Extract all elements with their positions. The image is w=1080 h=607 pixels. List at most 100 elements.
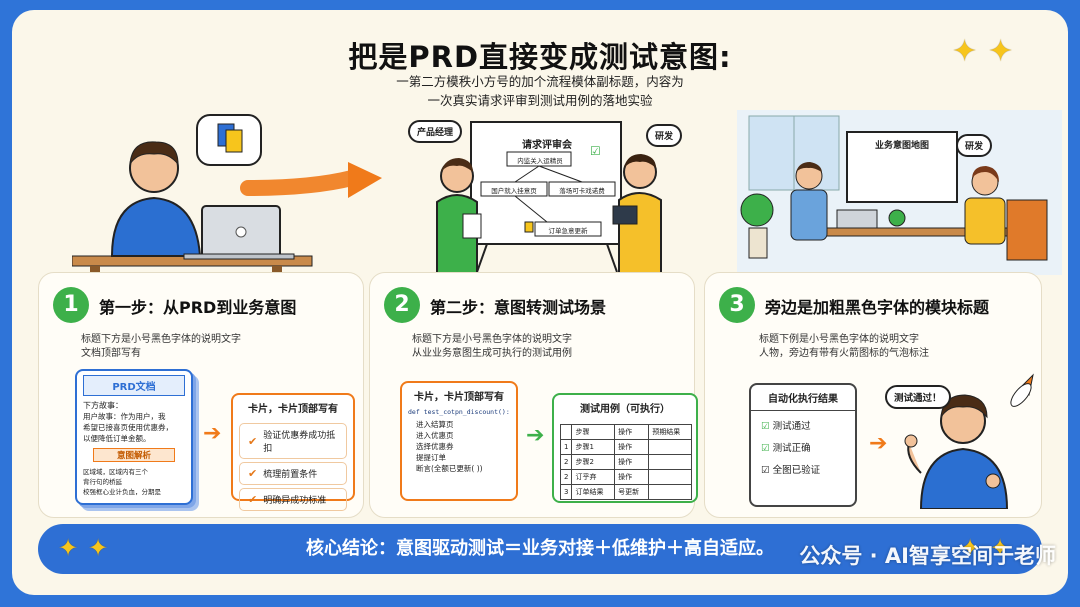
table-cell bbox=[648, 484, 692, 500]
prd-analysis-label: 意图解析 bbox=[93, 448, 175, 462]
document-bubble-icon bbox=[196, 114, 262, 166]
table-cell: 订单结果 bbox=[571, 484, 616, 500]
watermark: 公众号 · AI智享空间于老师 bbox=[799, 544, 1056, 568]
scene-meeting-board bbox=[436, 121, 662, 275]
step-desc-line-2: 从业业务意图生成可执行的测试用例 bbox=[412, 348, 572, 359]
table-cell: 1 bbox=[559, 439, 573, 455]
result-item-label: 测试正确 bbox=[772, 443, 811, 454]
step-title: 第一步：从PRD到业务意图 bbox=[99, 298, 297, 317]
prd-document-card: PRD文档 下方故事： 用户故事：作为用户，我 希望已接喜页使用优惠券， 以便降… bbox=[75, 369, 193, 505]
table-cell: 步骤2 bbox=[571, 454, 616, 470]
prd-document-title: PRD文档 bbox=[83, 375, 185, 396]
subtitle-line-1: 一第二方模秩小方号的加个流程模体副标题，内容为 bbox=[396, 74, 684, 89]
checkbox-checked-icon: ☑ bbox=[761, 443, 770, 454]
table-cell bbox=[648, 439, 692, 455]
sparkle-icon: ✦ bbox=[990, 534, 1011, 562]
speech-bubble-pm: 产品经理 bbox=[408, 120, 463, 143]
step-desc-line-1: 标题下例是小号黑色字体的说明文字 bbox=[759, 334, 919, 345]
table-row: 3 订单结果 号更新 bbox=[559, 484, 692, 500]
table-cell: 3 bbox=[559, 484, 573, 500]
arrow-right-icon: ➔ bbox=[526, 423, 545, 448]
step-number-badge: 2 bbox=[384, 287, 420, 323]
table-cell: 订乎弃 bbox=[571, 469, 616, 485]
speech-bubble-office: 研发 bbox=[956, 134, 993, 157]
scene-office bbox=[737, 110, 1062, 275]
step-desc-line-1: 标题下方是小号黑色字体的说明文字 bbox=[412, 334, 572, 345]
table-cell: 号更新 bbox=[614, 484, 650, 500]
step-description: 标题下方是小号黑色字体的说明文字 从业业务意图生成可执行的测试用例 bbox=[412, 333, 572, 361]
table-header-row: 步骤 操作 预期结果 bbox=[559, 424, 692, 440]
prd-story-line: 希望已接喜页使用优惠券， bbox=[83, 423, 173, 432]
meeting-board-title: 请求评审会 bbox=[522, 140, 572, 151]
checkmark-icon: ✔ bbox=[248, 467, 258, 480]
checkmark-icon: ☑ bbox=[590, 144, 601, 158]
checkmark-icon: ✔ bbox=[248, 493, 258, 506]
checkmark-icon: ✔ bbox=[248, 434, 258, 448]
code-step: 进入优惠页 bbox=[416, 431, 454, 440]
result-item-label: 测试通过 bbox=[772, 421, 811, 432]
test-case-card: 测试用例（可执行） 步骤 操作 预期结果 1 步骤1 操作 2 步骤2 bbox=[552, 393, 698, 503]
sparkle-icon: ✦ bbox=[58, 534, 79, 562]
execution-result-card: 自动化执行结果 ☑ 测试通过 ☑ 测试正确 ☑ 全图已验证 bbox=[749, 383, 857, 507]
intent-card: 卡片，卡片顶部写有 ✔ 验证优惠券成功抵扣 ✔ 梳理前置条件 ✔ 明确异成功标准 bbox=[231, 393, 355, 511]
test-case-table: 步骤 操作 预期结果 1 步骤1 操作 2 步骤2 操作 2 bbox=[559, 424, 692, 500]
presenter-figure bbox=[904, 373, 1034, 509]
step-title: 第二步：意图转测试场景 bbox=[430, 298, 607, 317]
table-cell: 操作 bbox=[614, 454, 650, 470]
page-title: 把是PRD直接变成测试意图: bbox=[348, 40, 732, 74]
step-title: 旁边是加粗黑色字体的模块标题 bbox=[765, 298, 990, 317]
table-header-cell bbox=[559, 424, 573, 440]
speech-bubble-dev: 研发 bbox=[646, 124, 683, 147]
board-node-3: 落场可卡戏诺费 bbox=[559, 187, 605, 195]
intent-item: ✔ 验证优惠券成功抵扣 bbox=[239, 423, 347, 459]
step-number-badge: 3 bbox=[719, 287, 755, 323]
table-header-cell: 步骤 bbox=[571, 424, 616, 440]
result-item: ☑ 全图已验证 bbox=[751, 457, 855, 479]
intent-item: ✔ 梳理前置条件 bbox=[239, 462, 347, 485]
test-passed-bubble: 测试通过！ bbox=[885, 385, 951, 409]
sparkle-icon: ✦ bbox=[952, 34, 978, 69]
intent-item-label: 验证优惠券成功抵扣 bbox=[263, 431, 336, 454]
code-function-line: def test_cotpn_discount(): bbox=[408, 408, 510, 416]
step-panel-2: 2 第二步：意图转测试场景 标题下方是小号黑色字体的说明文字 从业业务意图生成可… bbox=[369, 272, 698, 518]
intent-item: ✔ 明确异成功标准 bbox=[239, 488, 347, 511]
prd-bullet: 背行句的桥延 bbox=[83, 478, 122, 486]
office-board-title: 业务意图地图 bbox=[874, 141, 929, 151]
page-subtitle: 一第二方模秩小方号的加个流程模体副标题，内容为 一次真实请求评审到测试用例的落地… bbox=[12, 72, 1068, 110]
infographic-canvas: 把是PRD直接变成测试意图: 一第二方模秩小方号的加个流程模体副标题，内容为 一… bbox=[12, 10, 1068, 595]
table-cell: 2 bbox=[559, 454, 573, 470]
test-case-card-title: 测试用例（可执行） bbox=[580, 404, 670, 415]
table-header-cell: 预期结果 bbox=[648, 424, 692, 440]
prd-story-line: 以便降低订单金额。 bbox=[83, 434, 151, 443]
board-node-4: 订单急意更新 bbox=[548, 227, 588, 235]
subtitle-line-2: 一次真实请求评审到测试用例的落地实验 bbox=[427, 93, 653, 108]
code-card: 卡片，卡片顶部写有 def test_cotpn_discount(): 进入结… bbox=[400, 381, 518, 501]
table-cell: 操作 bbox=[614, 469, 650, 485]
step-description: 标题下例是小号黑色字体的说明文字 人物，旁边有带有火箭图标的气泡标注 bbox=[759, 333, 929, 361]
intent-item-label: 明确异成功标准 bbox=[263, 496, 327, 506]
intent-item-label: 梳理前置条件 bbox=[263, 470, 318, 480]
result-item: ☑ 测试正确 bbox=[751, 435, 855, 457]
arrow-right-icon: ➔ bbox=[869, 431, 888, 456]
table-cell bbox=[648, 454, 692, 470]
scene-laptop-worker bbox=[72, 141, 382, 276]
prd-story-line: 用户故事：作为用户，我 bbox=[83, 412, 166, 421]
result-item-label: 全图已验证 bbox=[772, 465, 821, 476]
board-node-2: 国户就入挂意页 bbox=[491, 187, 537, 195]
result-item: ☑ 测试通过 bbox=[751, 411, 855, 435]
code-step: 断言(全额已更新( )) bbox=[416, 464, 483, 473]
step-desc-line-2: 人物，旁边有带有火箭图标的气泡标注 bbox=[759, 348, 929, 359]
table-row: 2 订乎弃 操作 bbox=[559, 469, 692, 485]
table-header-cell: 操作 bbox=[614, 424, 650, 440]
code-step: 进入结算页 bbox=[416, 420, 454, 429]
table-cell: 2 bbox=[559, 469, 573, 485]
step-description: 标题下方是小号黑色字体的说明文字 文档顶部写有 bbox=[81, 333, 241, 361]
execution-result-title: 自动化执行结果 bbox=[751, 385, 855, 411]
sparkle-icon: ✦ bbox=[988, 34, 1014, 69]
code-step: 选择优惠券 bbox=[416, 442, 454, 451]
checkbox-checked-icon: ☑ bbox=[761, 421, 770, 432]
sparkle-icon: ✦ bbox=[960, 534, 981, 562]
prd-bullet: 校强框心业计负血，分期是 bbox=[83, 488, 161, 496]
intent-card-title: 卡片，卡片顶部写有 bbox=[248, 404, 338, 415]
table-row: 1 步骤1 操作 bbox=[559, 439, 692, 455]
